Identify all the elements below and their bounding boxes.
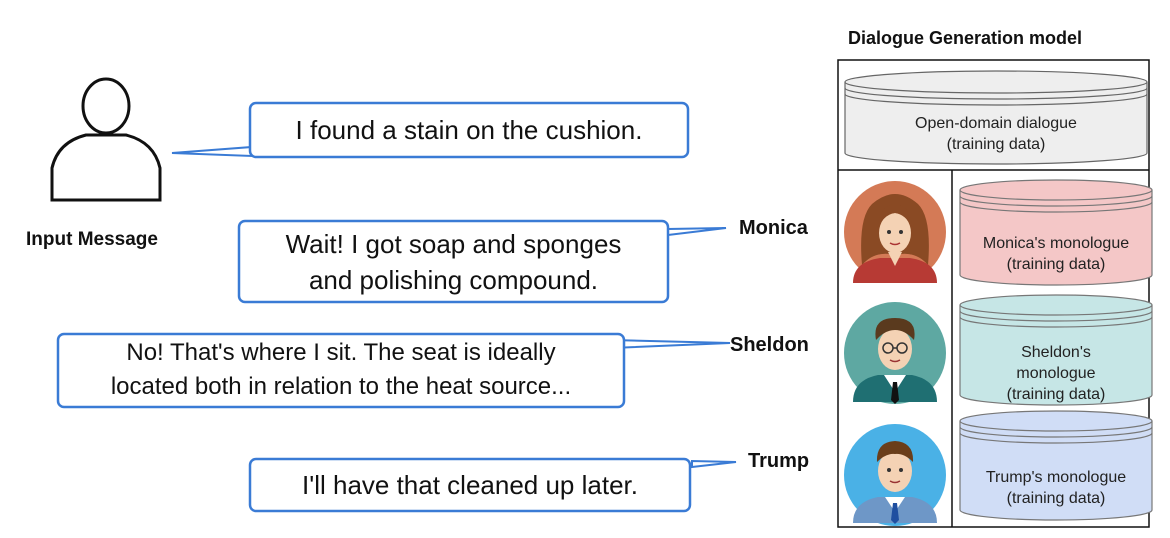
trump-db-line-2: (training data) [1006, 490, 1106, 507]
sheldon-name-label: Sheldon [730, 334, 809, 356]
connector-lines [171, 145, 737, 469]
open-domain-db-label: Open-domain dialogue (training data) [845, 113, 1147, 155]
monica-bubble [237, 219, 670, 304]
user-outline-icon [50, 77, 162, 202]
sheldon-reply-line-2: located both in relation to the heat sou… [110, 373, 572, 400]
monica-db-line-2: (training data) [1006, 256, 1106, 273]
sheldon-reply-text: No! That's where I sit. The seat is idea… [58, 336, 624, 404]
input-message-text: I found a stain on the cushion. [295, 115, 643, 145]
trump-db-line-1: Trump's monologue [985, 469, 1127, 486]
input-connector [171, 145, 253, 158]
trump-name-label: Trump [748, 450, 810, 472]
open-domain-db-line-1: Open-domain dialogue [915, 115, 1077, 132]
monica-db-line-1: Monica's monologue [982, 235, 1130, 252]
monica-reply-text: Wait! I got soap and sponges and polishi… [239, 226, 668, 298]
sheldon-avatar-icon [844, 302, 946, 404]
input-message-label: Input Message [26, 229, 158, 250]
monica-db-label: Monica's monologue (training data) [960, 233, 1152, 275]
sheldon-db-label: Sheldon's monologue (training data) [960, 342, 1152, 405]
monica-reply-line-1: Wait! I got soap and sponges [285, 229, 622, 259]
monica-avatar-icon [844, 181, 946, 283]
trump-database-icon [959, 410, 1153, 521]
sheldon-database-icon [959, 294, 1153, 406]
monica-database-icon [959, 179, 1153, 286]
sheldon-db-line-2: monologue [1016, 365, 1096, 382]
trump-reply-text: I'll have that cleaned up later. [302, 470, 638, 500]
page-title: Dialogue Generation model [848, 28, 1083, 48]
speech-bubbles [56, 101, 692, 513]
sheldon-bubble [56, 332, 626, 409]
monica-name-label: Monica [739, 217, 808, 239]
monica-reply-line-2: and polishing compound. [308, 265, 599, 295]
sheldon-db-line-1: Sheldon's [1021, 344, 1091, 361]
sheldon-db-line-3: (training data) [1006, 386, 1106, 403]
trump-db-label: Trump's monologue (training data) [960, 467, 1152, 509]
input-bubble [248, 101, 690, 159]
open-domain-db-line-2: (training data) [946, 136, 1046, 153]
open-domain-database-icon [844, 70, 1148, 165]
sheldon-reply-line-1: No! That's where I sit. The seat is idea… [126, 339, 556, 366]
model-frame [837, 59, 1150, 528]
sheldon-connector [611, 338, 731, 350]
trump-bubble [248, 457, 692, 513]
trump-avatar-icon [844, 424, 946, 526]
trump-connector [691, 459, 737, 469]
monica-connector [667, 227, 727, 237]
